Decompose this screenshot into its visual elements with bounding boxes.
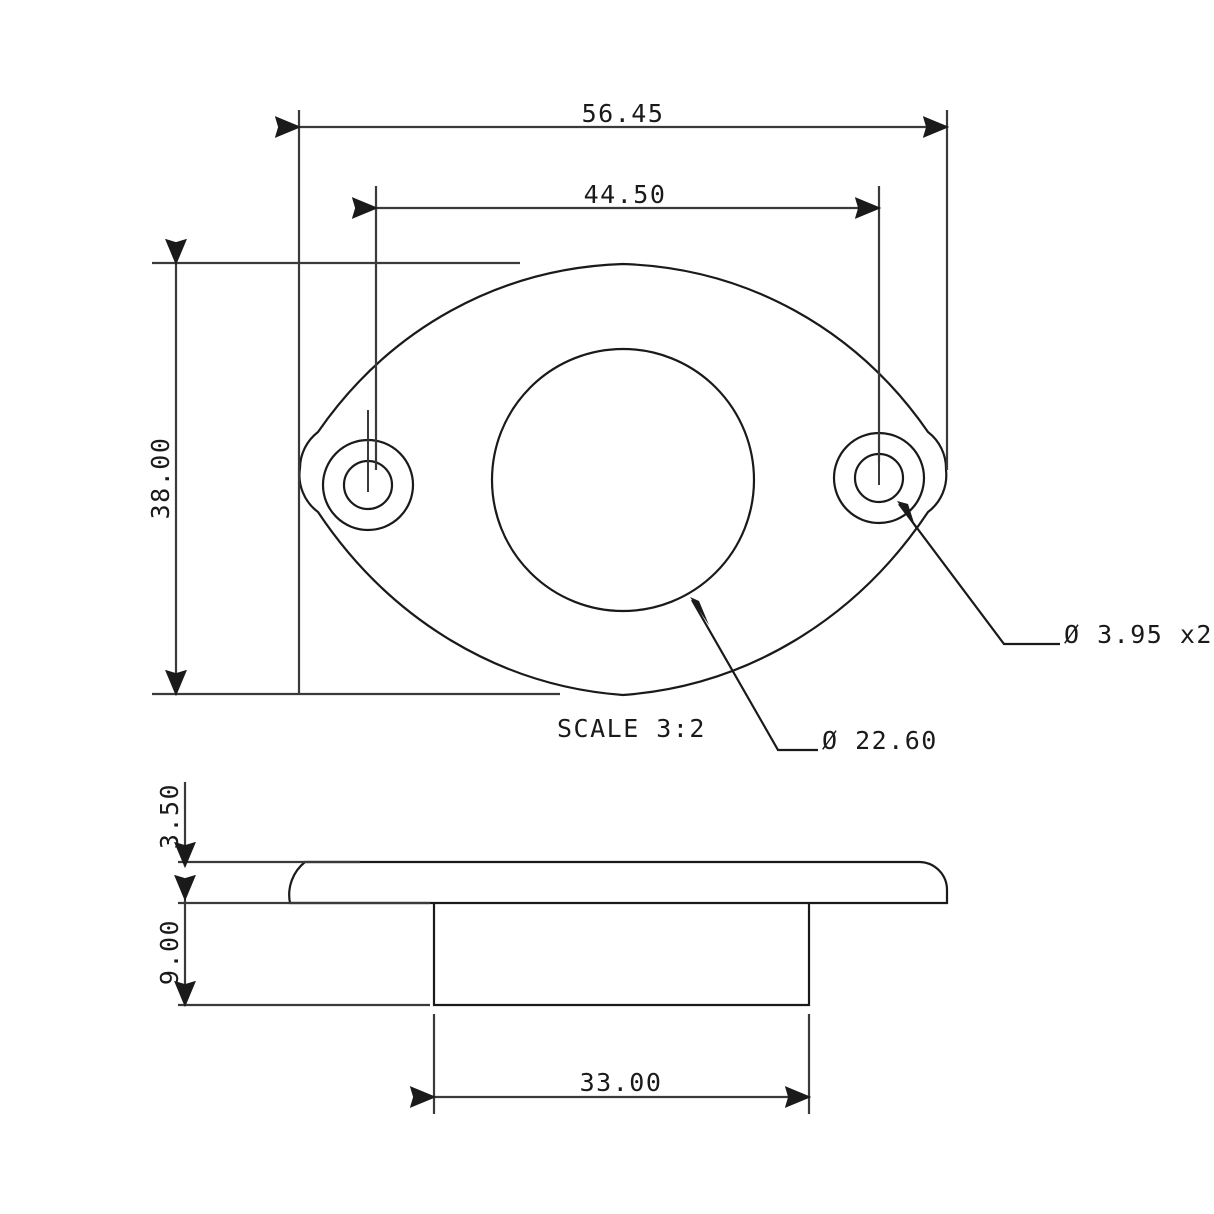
callout-label-central-bore-diameter: Ø 22.60 bbox=[822, 726, 938, 755]
callout-label-bolt-hole-diameter: Ø 3.95 x2 bbox=[1064, 620, 1213, 649]
bolt-hole-centerlines bbox=[367, 400, 880, 492]
side-plate-outline bbox=[288, 860, 949, 905]
leader-arrow-central-bore bbox=[690, 597, 709, 625]
dimension-label-overall-height: 38.00 bbox=[146, 437, 175, 520]
dimension-overall-width: 56.45 bbox=[274, 99, 950, 694]
scale-note: SCALE 3:2 bbox=[557, 714, 706, 743]
leader-arrow-bolt-hole bbox=[897, 501, 916, 529]
side-boss-outline bbox=[432, 903, 811, 1007]
top-view-geometry bbox=[298, 262, 948, 697]
leader-line-bolt-hole bbox=[898, 503, 1060, 646]
dimension-label-boss-height: 9.00 bbox=[155, 919, 184, 985]
dimension-label-overall-width: 56.45 bbox=[582, 99, 665, 128]
dimension-boss-width: 33.00 bbox=[409, 1014, 812, 1114]
dimension-plate-thickness: 3.50 bbox=[155, 782, 430, 905]
leader-line-central-bore bbox=[691, 599, 818, 752]
dimension-label-plate-thickness: 3.50 bbox=[155, 783, 184, 849]
dimension-overall-height: 38.00 bbox=[146, 238, 560, 697]
dimension-bolt-hole-spacing: 44.50 bbox=[351, 180, 882, 470]
dimension-label-boss-width: 33.00 bbox=[580, 1068, 663, 1097]
callout-bolt-hole-diameter: Ø 3.95 x2 bbox=[897, 501, 1213, 649]
central-bore-circle bbox=[490, 347, 756, 613]
callout-central-bore-diameter: Ø 22.60 bbox=[690, 597, 938, 755]
flange-outline bbox=[298, 262, 948, 697]
dimension-label-bolt-spacing: 44.50 bbox=[584, 180, 667, 209]
dimension-boss-height: 9.00 bbox=[155, 874, 430, 1008]
side-view-geometry bbox=[288, 860, 949, 1007]
